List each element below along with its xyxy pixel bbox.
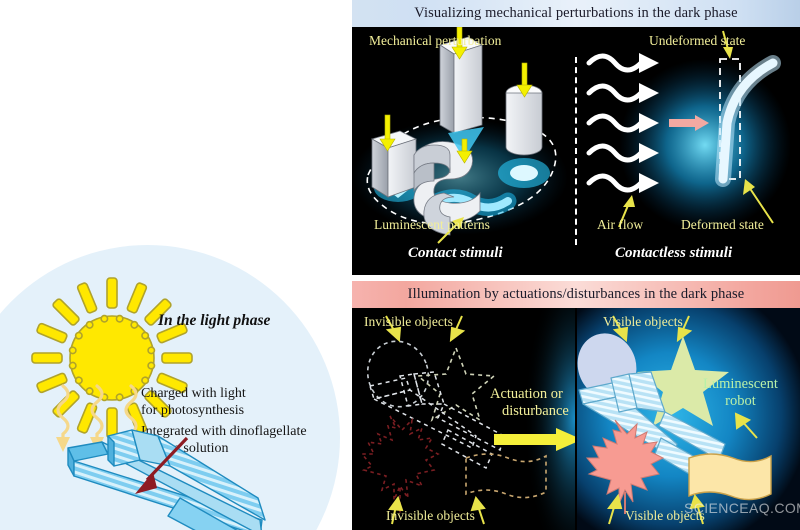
contact-stimuli-illustration xyxy=(352,27,568,244)
charged-with-light-label: Charged with light for photosynthesis xyxy=(141,386,246,418)
luminescent-patterns-label: Luminescent patterns xyxy=(374,217,490,232)
contact-stimuli-panel: Mechanical perturbation Luminescent patt… xyxy=(352,27,575,275)
panel-divider xyxy=(575,57,577,245)
invisible-objects-bottom-label: Invisible objects xyxy=(386,508,475,523)
contactless-stimuli-panel: Undeformed state Air flow Deformed state… xyxy=(577,27,800,275)
visible-objects-top-label: Visible objects xyxy=(603,314,683,329)
contactless-stimuli-caption: Contactless stimuli xyxy=(615,245,733,261)
banner-illumination-actuations: Illumination by actuations/disturbances … xyxy=(352,281,800,308)
top-dark-panel: Mechanical perturbation Luminescent patt… xyxy=(352,27,800,275)
luminescent-robot-label: Luminescent robot xyxy=(703,376,778,409)
banner-visualizing-perturbations: Visualizing mechanical perturbations in … xyxy=(352,0,800,27)
visible-objects-panel: Visible objects Visible objects Luminesc… xyxy=(577,308,800,530)
soft-robot-arm-blue xyxy=(67,429,266,530)
contactless-stimuli-illustration xyxy=(586,30,791,231)
sun-icon xyxy=(31,277,193,439)
right-section: Visualizing mechanical perturbations in … xyxy=(352,0,800,530)
contact-stimuli-caption: Contact stimuli xyxy=(408,245,503,261)
actuation-arrow-icon xyxy=(494,428,575,451)
watermark: SCIENCEAQ.COM xyxy=(684,500,800,516)
invisible-objects-illustration xyxy=(360,308,575,530)
air-flow-label: Air flow xyxy=(597,217,644,232)
light-phase-title: In the light phase xyxy=(158,312,271,329)
invisible-objects-top-label: Invisible objects xyxy=(364,314,453,329)
undeformed-state-label: Undeformed state xyxy=(649,33,746,48)
deformed-state-label: Deformed state xyxy=(681,217,764,232)
mechanical-perturbation-label: Mechanical perturbation xyxy=(369,33,502,48)
bottom-dark-panel: Invisible objects Invisible objects Actu… xyxy=(352,308,800,530)
visible-objects-illustration xyxy=(577,308,800,530)
left-panel-light-phase: In the light phase Charged with light fo… xyxy=(0,0,352,530)
actuation-disturbance-label: Actuation or disturbance xyxy=(490,386,569,419)
red-pointer-arrow-icon xyxy=(135,436,189,494)
visible-objects-bottom-label: Visible objects xyxy=(625,508,705,523)
invisible-objects-panel: Invisible objects Invisible objects Actu… xyxy=(352,308,575,530)
